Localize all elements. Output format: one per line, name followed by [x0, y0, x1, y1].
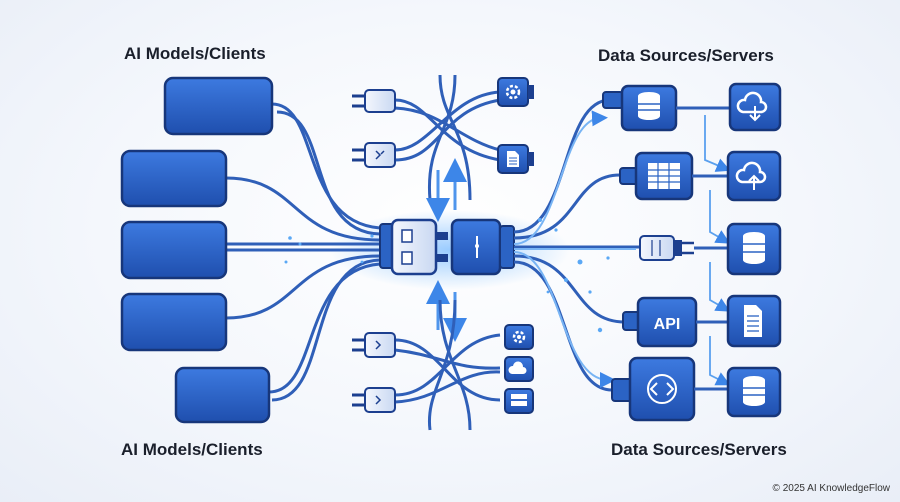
client-box — [120, 149, 228, 208]
outer-glow-links — [704, 115, 731, 386]
plug-icon — [352, 332, 396, 358]
top-left-plugs — [352, 89, 396, 168]
spreadsheet-icon — [619, 151, 694, 201]
client-box — [163, 76, 274, 136]
plug-icon — [352, 387, 396, 413]
document-icon — [726, 294, 782, 348]
title-ai-models-clients-bottom: AI Models/Clients — [121, 440, 263, 459]
sources-inner-column: API — [602, 84, 698, 422]
central-hub — [379, 218, 515, 276]
client-cables — [225, 102, 381, 402]
cloud-upload-icon — [504, 356, 534, 382]
database-icon — [726, 222, 782, 276]
api-box: API — [622, 296, 698, 348]
glow-cables — [513, 110, 636, 388]
server-icon — [504, 388, 534, 414]
code-icon — [611, 356, 696, 422]
title-data-sources-servers-bottom: Data Sources/Servers — [611, 440, 787, 459]
hub-left-connector — [379, 218, 448, 276]
bottom-right-icon-plugs — [504, 324, 534, 414]
cloud-upload-icon — [726, 150, 782, 202]
plug-icon — [352, 142, 396, 168]
cloud-download-icon — [728, 82, 782, 132]
client-box — [174, 366, 271, 424]
decorative-dots — [284, 218, 610, 333]
top-arrows — [426, 158, 467, 222]
sources-outer-column — [726, 82, 782, 418]
copyright-text: © 2025 AI KnowledgeFlow — [772, 483, 890, 494]
api-label: API — [654, 316, 681, 333]
plug-icon — [352, 89, 396, 113]
gear-icon — [504, 324, 534, 350]
document-icon — [497, 144, 534, 174]
database-icon — [602, 84, 678, 132]
bottom-left-plugs — [352, 332, 396, 413]
outer-links — [676, 106, 730, 391]
bottom-cable-weave — [394, 299, 501, 431]
client-boxes — [120, 76, 274, 424]
gear-icon — [497, 77, 534, 107]
database-icon — [726, 366, 782, 418]
client-box — [120, 292, 228, 352]
plug-connector — [639, 235, 694, 261]
title-data-sources-servers-top: Data Sources/Servers — [598, 46, 774, 65]
client-box — [120, 220, 228, 280]
title-ai-models-clients-top: AI Models/Clients — [124, 44, 266, 63]
top-right-icon-plugs — [497, 77, 534, 174]
hub-right-connector — [450, 218, 515, 276]
top-cable-weave — [394, 74, 501, 201]
